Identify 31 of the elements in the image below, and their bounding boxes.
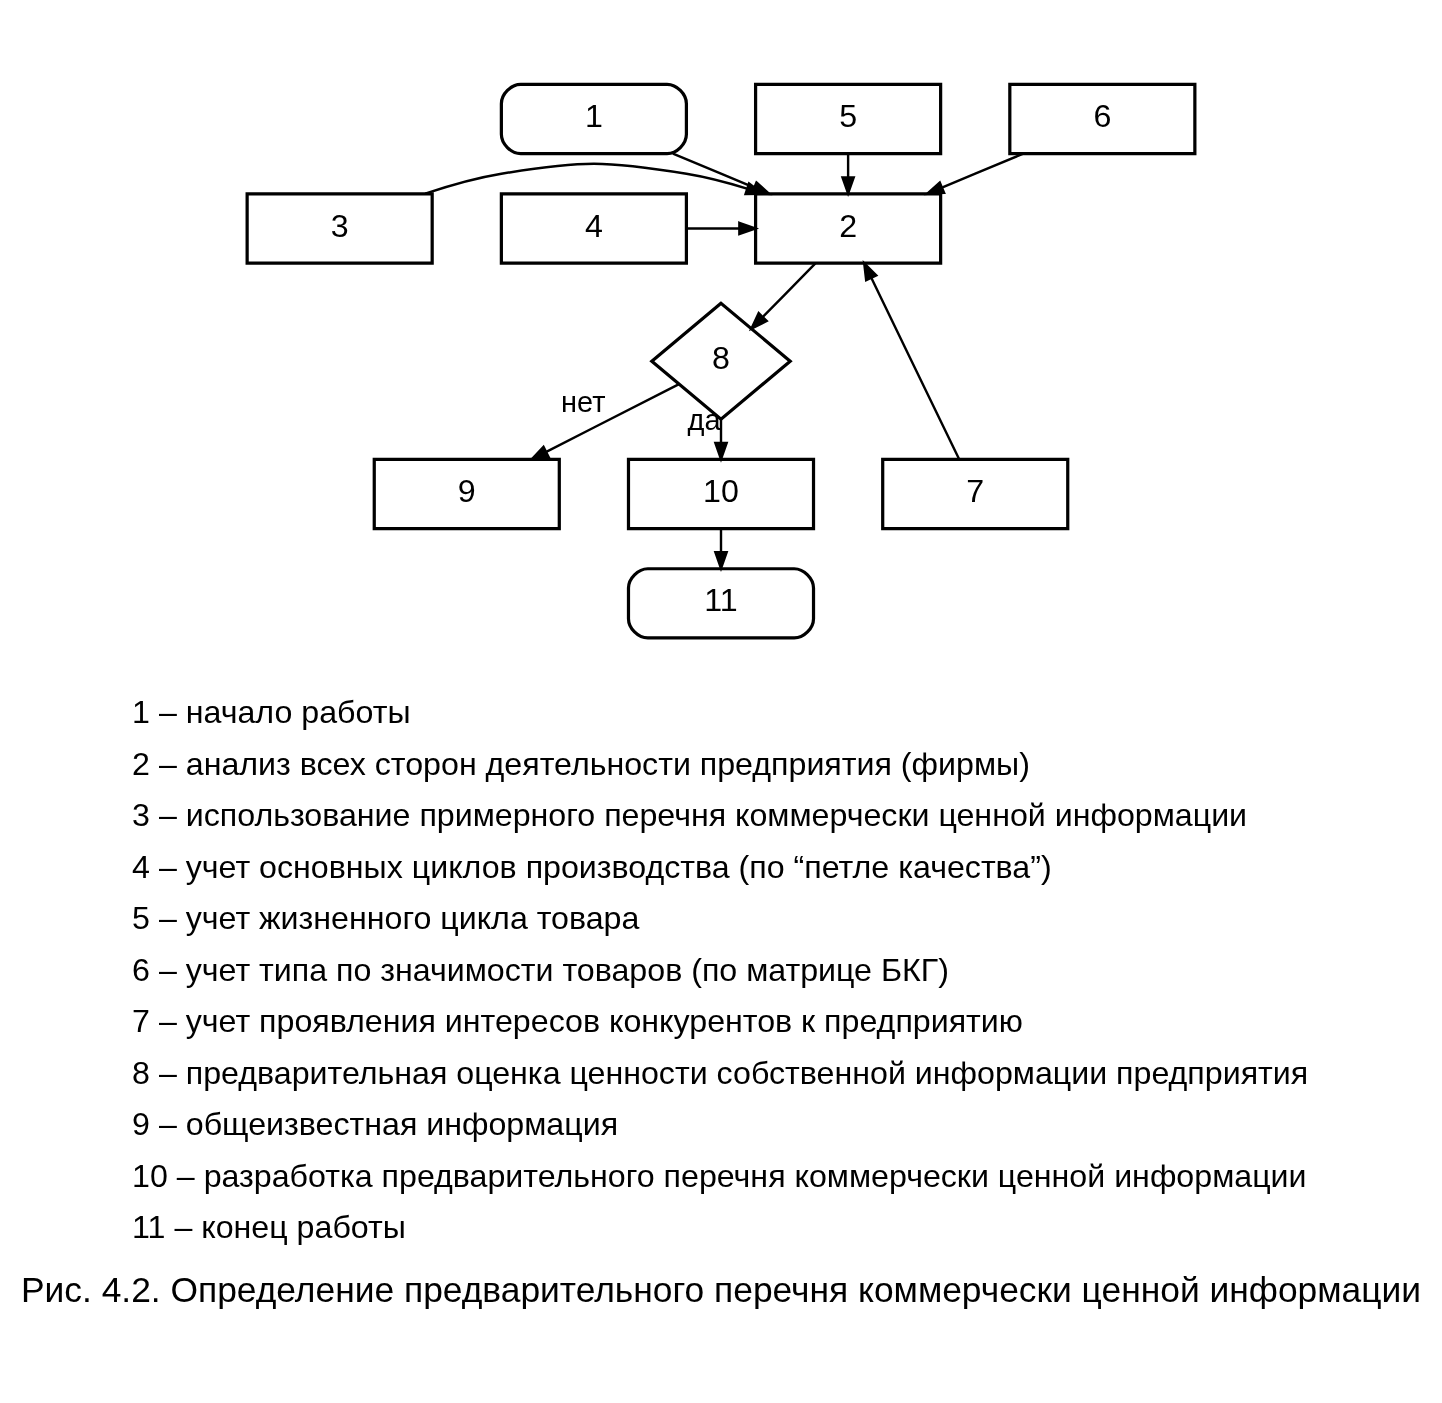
arrow bbox=[713, 419, 729, 463]
label: 2 – анализ всех сторон деятельности предприятия (фирмы) bbox=[132, 745, 1030, 782]
arrow bbox=[686, 221, 760, 236]
node-box: 6 bbox=[1008, 82, 1197, 156]
node-box: 11 bbox=[626, 567, 816, 640]
node-box: 4 bbox=[499, 192, 688, 265]
node-box: 2 bbox=[754, 192, 943, 265]
node-box: 7 bbox=[881, 457, 1070, 531]
node-box: 5 bbox=[754, 82, 943, 156]
arrow bbox=[528, 383, 680, 461]
arrow bbox=[862, 259, 961, 460]
edge-label: нет bbox=[561, 386, 606, 419]
arrow bbox=[748, 262, 817, 332]
label: 3 – использование примерного перечня коммерчески ценной информации bbox=[132, 797, 1248, 834]
arrow bbox=[840, 153, 856, 198]
node-box: 3 bbox=[245, 192, 434, 265]
node-box: 9 bbox=[372, 457, 561, 531]
label: 11 – конец работы bbox=[132, 1209, 406, 1246]
label: 9 – общеизвестная информация bbox=[132, 1106, 619, 1143]
caption: Рис. 4.2. Определение предварительного перечня коммерчески ценной информации bbox=[20, 1269, 1422, 1309]
arrow bbox=[923, 152, 1024, 196]
node-box: 10 bbox=[626, 457, 816, 531]
label: 4 – учет основных циклов производства (по “петле качества”) bbox=[132, 848, 1052, 885]
label: 6 – учет типа по значимости товаров (по матрице БКГ) bbox=[132, 951, 949, 988]
label: 10 – разработка предварительного перечня коммерчески ценной информации bbox=[132, 1157, 1307, 1194]
label: 8 – предварительная оценка ценности собственной информации предприятия bbox=[132, 1054, 1309, 1091]
label: 7 – учет проявления интересов конкурентов к предприятию bbox=[132, 1003, 1023, 1040]
label: 1 – начало работы bbox=[132, 694, 411, 731]
arrow bbox=[713, 528, 729, 572]
node-box: 1 bbox=[499, 82, 688, 156]
label: 5 – учет жизненного цикла товара bbox=[132, 900, 640, 937]
